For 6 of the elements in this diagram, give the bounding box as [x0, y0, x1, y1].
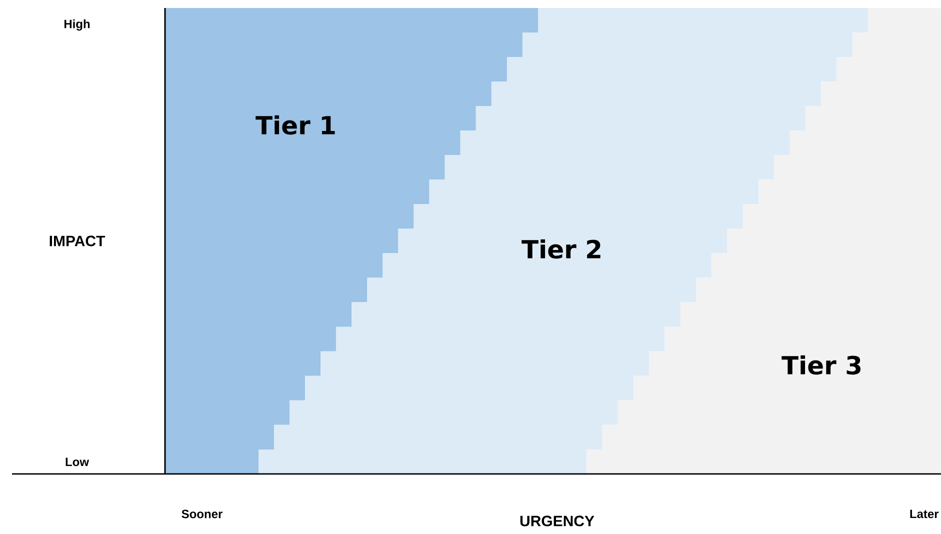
axis-label: URGENCY: [520, 516, 594, 526]
axis-label: Later: [910, 510, 939, 518]
axis-label: High: [64, 19, 90, 31]
axis-label: Sooner: [182, 510, 222, 518]
axis-label: Low: [66, 458, 90, 466]
axis-label: IMPACT: [50, 236, 106, 246]
